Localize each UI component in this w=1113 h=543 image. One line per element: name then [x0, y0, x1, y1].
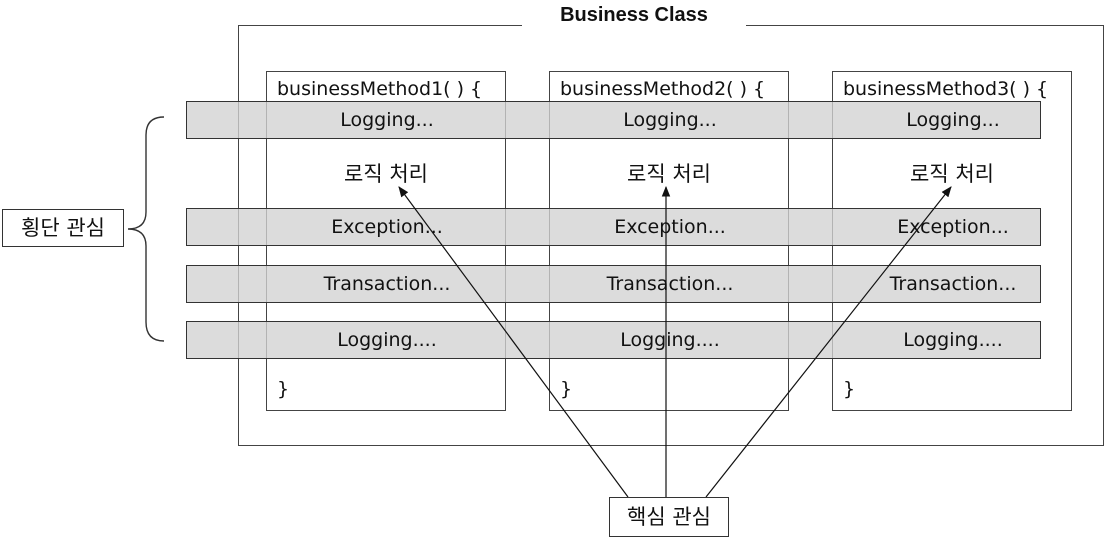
band-transaction: Transaction... Transaction... Transactio… [186, 265, 1041, 303]
band-label: Logging.... [337, 329, 437, 351]
method-close-brace: } [560, 378, 573, 400]
band-label: Logging... [623, 109, 717, 131]
core-concern-label: 핵심 관심 [609, 497, 729, 537]
business-class-title: Business Class [522, 2, 746, 28]
method-logic: 로직 처리 [344, 162, 428, 186]
method-header: businessMethod3( ) { [843, 78, 1049, 100]
band-label: Exception... [614, 216, 726, 238]
method-logic: 로직 처리 [627, 162, 711, 186]
band-label: Transaction... [323, 273, 451, 295]
band-label: Logging.... [903, 329, 1003, 351]
band-label: Transaction... [889, 273, 1017, 295]
arrow-to-method3 [705, 186, 952, 498]
method-header: businessMethod2( ) { [560, 78, 766, 100]
band-label: Logging... [340, 109, 434, 131]
method-close-brace: } [843, 378, 856, 400]
cross-cutting-brace [127, 116, 165, 342]
band-label: Logging.... [620, 329, 720, 351]
cross-cutting-concern-label: 횡단 관심 [2, 209, 124, 247]
band-label: Logging... [906, 109, 1000, 131]
band-logging-bottom: Logging.... Logging.... Logging.... [186, 321, 1041, 359]
band-label: Exception... [897, 216, 1009, 238]
method-header: businessMethod1( ) { [277, 78, 483, 100]
band-exception: Exception... Exception... Exception... [186, 208, 1041, 246]
method-logic: 로직 처리 [910, 162, 994, 186]
band-logging-top: Logging... Logging... Logging... [186, 101, 1041, 139]
band-label: Transaction... [606, 273, 734, 295]
band-label: Exception... [331, 216, 443, 238]
method-close-brace: } [277, 378, 290, 400]
arrow-to-method1 [398, 186, 629, 498]
